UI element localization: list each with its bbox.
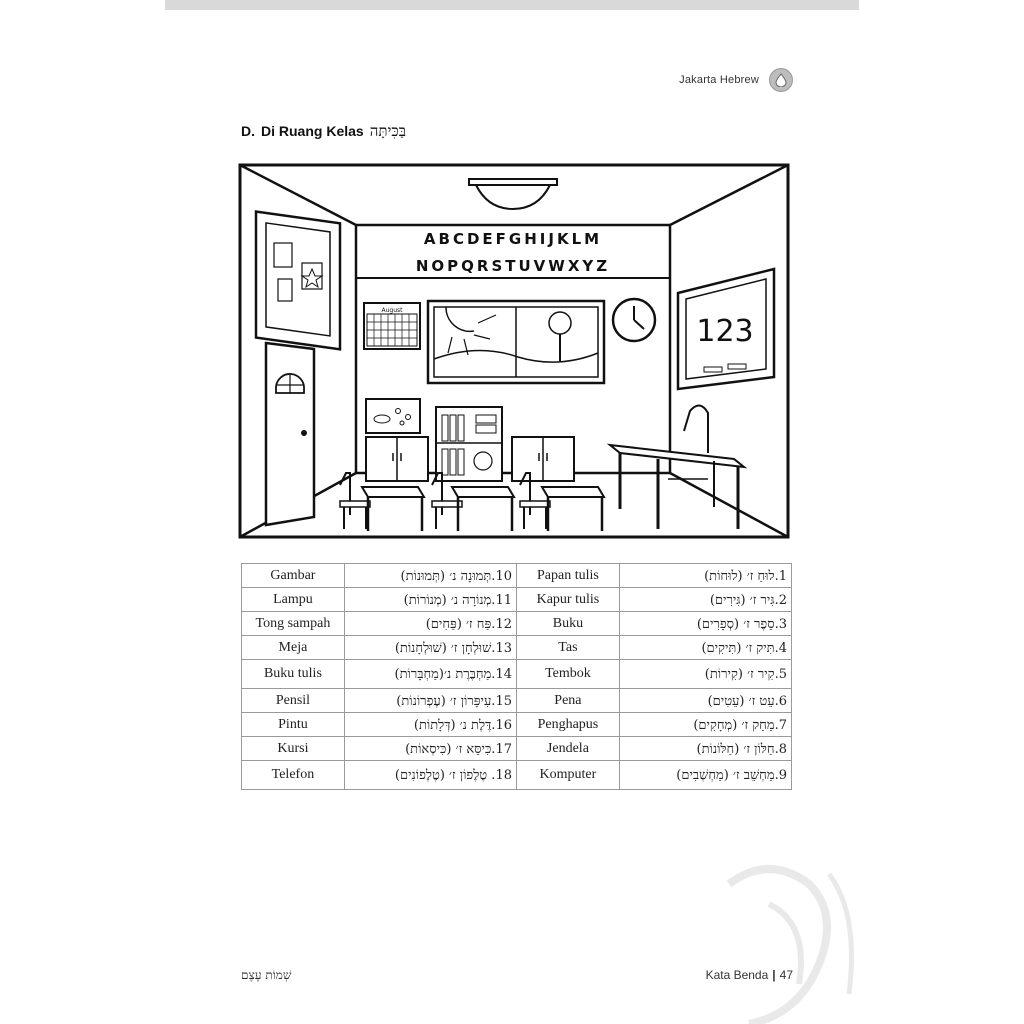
hebrew-word: 11.מְנוֹרָה נ׳ (מְנוֹרוֹת) [343, 587, 517, 612]
header-title: Jakarta Hebrew [679, 74, 759, 86]
indonesian-word: Pensil [241, 688, 345, 713]
teacher-desk [606, 404, 748, 529]
indonesian-word: Buku [515, 611, 620, 636]
indonesian-word: Penghapus [515, 712, 620, 737]
hebrew-word: 14.מַחְבֶּרֶת נ׳(מַחְבָּרוֹת) [343, 659, 517, 689]
section-hebrew: בַּכִּיתָּה [369, 122, 406, 140]
board-numbers: 123 [696, 314, 753, 349]
door [264, 341, 316, 527]
footer-label: Kata Benda [705, 968, 769, 982]
indonesian-word: Pintu [241, 712, 345, 737]
hebrew-word: 5.קִיר ז׳ (קִירוֹת) [618, 659, 793, 689]
indonesian-word: Pena [515, 688, 620, 713]
indonesian-word: Meja [241, 635, 345, 660]
hebrew-word: 10.תְּמוּנָה נ׳ (תְּמוּנוֹת) [343, 563, 517, 588]
alphabet-row-2: NOPQRSTUVWXYZ [416, 257, 610, 275]
hebrew-word: 6.עֵט ז׳ (עֵטִים) [618, 688, 793, 713]
hebrew-word: 9.מַחְשֵׁב ז׳ (מַחְשְׁבִים) [618, 760, 793, 790]
hebrew-word: 12.פַּח ז׳ (פַּחִים) [343, 611, 517, 636]
clock-icon [611, 297, 657, 343]
indonesian-word: Tas [515, 635, 620, 660]
indonesian-word: Kursi [241, 736, 345, 761]
bookshelf [435, 406, 503, 482]
hebrew-word: 4.תִּיק ז׳ (תִּיקִים) [618, 635, 793, 660]
hebrew-word: 7.מַחַק ז׳ (מְחָקִים) [618, 712, 793, 737]
book-page: Jakarta Hebrew D. Di Ruang Kelas בַּכִּי… [165, 10, 859, 1024]
wall-poster [254, 210, 342, 351]
hebrew-word: 1.לוּחַ ז׳ (לוּחוֹת) [618, 563, 793, 588]
cabinet-left [365, 436, 429, 482]
hebrew-word: 8.חַלּוֹן ז׳ (חַלּוֹנוֹת) [618, 736, 793, 761]
hebrew-word: 3.סֵפֶר ז׳ (סְפָרִים) [618, 611, 793, 636]
window [426, 299, 606, 385]
footer-right: Kata Benda | 47 [706, 968, 793, 982]
indonesian-word: Buku tulis [241, 659, 345, 689]
whiteboard: 123 [676, 267, 776, 391]
indonesian-word: Komputer [515, 760, 620, 790]
page-header: Jakarta Hebrew [679, 68, 793, 92]
hebrew-word: 16.דֶּלֶת נ׳ (דְּלָתוֹת) [343, 712, 517, 737]
lamp-icon [468, 178, 558, 211]
drop-logo-icon [769, 68, 793, 92]
indonesian-word: Gambar [241, 563, 345, 588]
page-number: 47 [779, 968, 793, 982]
alphabet-row-1: ABCDEFGHIJKLM [424, 230, 602, 248]
calendar-month: August [382, 307, 404, 314]
indonesian-word: Tong sampah [241, 611, 345, 636]
indonesian-word: Tembok [515, 659, 620, 689]
classroom-illustration: ABCDEFGHIJKLM NOPQRSTUVWXYZ August [238, 163, 790, 539]
indonesian-word: Papan tulis [515, 563, 620, 588]
cabinet-right [511, 436, 575, 482]
indonesian-word: Telefon [241, 760, 345, 790]
footer-separator: | [772, 968, 776, 982]
student-desk-3 [519, 472, 606, 531]
watermark-logo [726, 865, 854, 1024]
section-title: Di Ruang Kelas [261, 123, 364, 139]
student-desk-1 [339, 472, 426, 531]
section-heading: D. Di Ruang Kelas בַּכִּיתָּה [241, 122, 406, 141]
hebrew-word: 17.כִּיסֵּא ז׳ (כִּיסְאוֹת) [343, 736, 517, 761]
hebrew-word: 13.שׁוּלְחָן ז׳ (שׁוּלְחָנוֹת) [343, 635, 517, 660]
hebrew-word: 2.גִּיר ז׳ (גִּירִים) [618, 587, 793, 612]
indonesian-word: Lampu [241, 587, 345, 612]
section-letter: D. [241, 123, 255, 139]
hebrew-word: 15.עִיפָּרוֹן ז׳ (עֶפְרוֹנוֹת) [343, 688, 517, 713]
fish-poster [365, 398, 421, 434]
indonesian-word: Jendela [515, 736, 620, 761]
hebrew-word: 18. טֶלֶפוֹן ז׳ (טֶלֶפוֹנִים) [343, 760, 517, 790]
student-desk-2 [431, 472, 516, 531]
footer-left: שְׁמוֹת עֶצֶם [241, 968, 292, 982]
calendar: August [363, 302, 421, 350]
indonesian-word: Kapur tulis [515, 587, 620, 612]
